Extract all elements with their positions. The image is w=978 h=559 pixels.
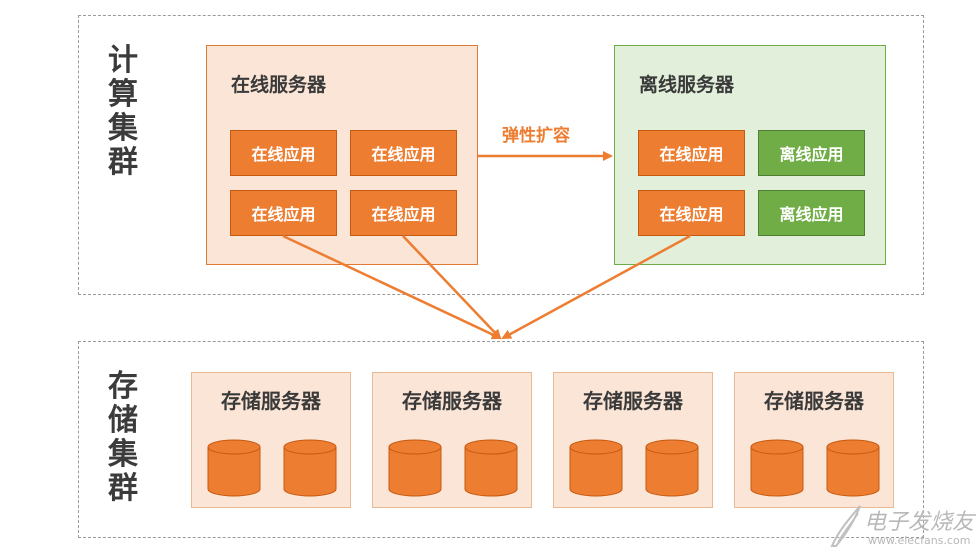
storage-arrow: [282, 234, 502, 340]
offline-app: 离线应用: [758, 130, 865, 176]
storage-server-title: 存储服务器: [402, 389, 502, 413]
offline-app: 离线应用: [758, 190, 865, 236]
disk-icon: [569, 439, 623, 497]
storage-server: 存储服务器: [191, 372, 351, 508]
disk-icon: [388, 439, 442, 497]
compute-cluster-label: 计 算 集 群: [108, 43, 138, 180]
disk-icon: [283, 439, 337, 497]
offline-server: 离线服务器 在线应用 离线应用 在线应用 离线应用: [614, 45, 886, 265]
compute-cluster: [78, 15, 924, 295]
storage-cluster: [78, 341, 924, 538]
disk-icon: [207, 439, 261, 497]
online-app: 在线应用: [638, 130, 745, 176]
storage-cluster-label: 存 储 集 群: [108, 369, 138, 506]
disk-icon: [826, 439, 880, 497]
offline-server-title: 离线服务器: [639, 74, 735, 96]
disk-icon: [645, 439, 699, 497]
storage-server-title: 存储服务器: [221, 389, 321, 413]
storage-arrow: [501, 234, 691, 340]
online-app: 在线应用: [230, 130, 337, 176]
watermark-text: 电子发烧友: [864, 510, 975, 535]
watermark: 电子发烧友 www.elecfans.com: [828, 500, 974, 552]
storage-server: 存储服务器: [372, 372, 532, 508]
watermark-logo-icon: [830, 505, 861, 547]
storage-server: 存储服务器: [734, 372, 894, 508]
storage-server: 存储服务器: [553, 372, 713, 508]
storage-server-title: 存储服务器: [583, 389, 683, 413]
online-app: 在线应用: [350, 130, 457, 176]
disk-icon: [464, 439, 518, 497]
online-app: 在线应用: [350, 190, 457, 236]
watermark-url: www.elecfans.com: [868, 534, 971, 547]
online-server: 在线服务器 在线应用 在线应用 在线应用 在线应用: [206, 45, 478, 265]
online-app: 在线应用: [230, 190, 337, 236]
online-server-title: 在线服务器: [231, 74, 327, 96]
disk-icon: [750, 439, 804, 497]
storage-arrow: [402, 235, 502, 340]
elastic-scale-label: 弹性扩容: [502, 126, 570, 146]
storage-server-title: 存储服务器: [764, 389, 864, 413]
online-app: 在线应用: [638, 190, 745, 236]
